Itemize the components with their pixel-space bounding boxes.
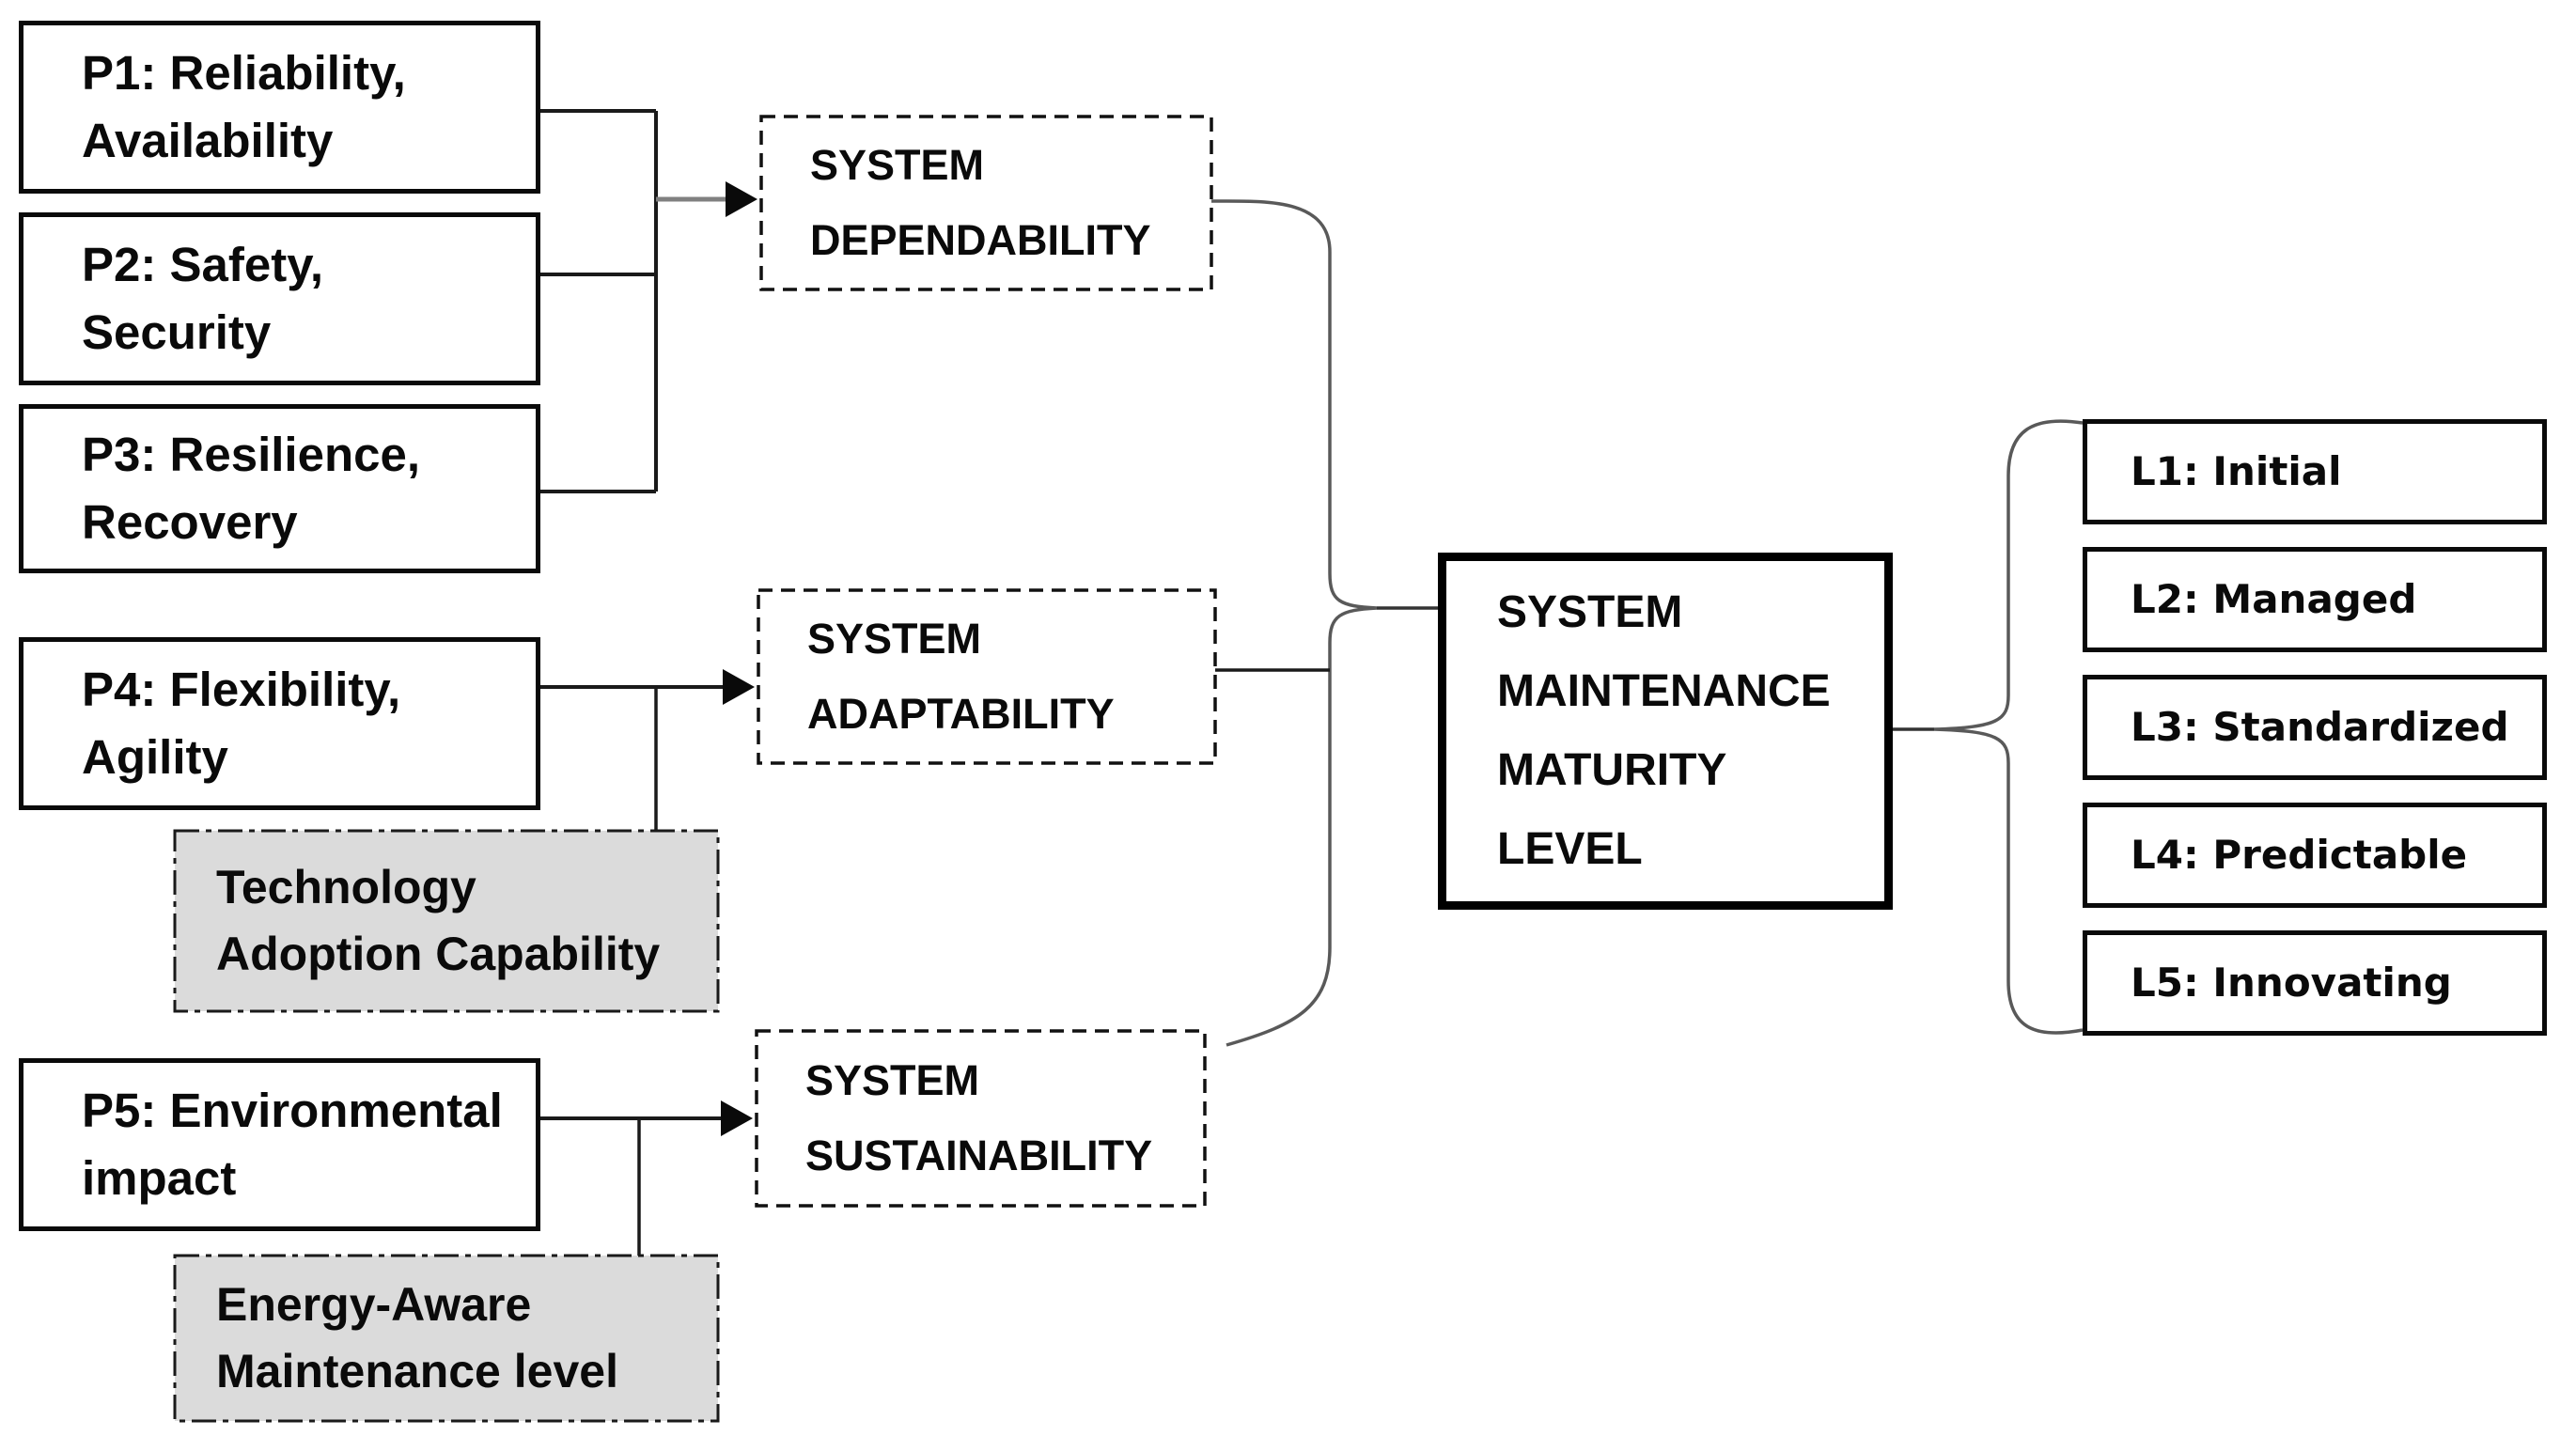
- box-l4-predictable: L4: Predictable: [2083, 803, 2547, 908]
- box-label-line: P3: Resilience,: [82, 428, 421, 481]
- box-label-line: ADAPTABILITY: [807, 690, 1115, 738]
- box-system-adaptability: SYSTEM ADAPTABILITY: [758, 590, 1215, 763]
- box-l1-initial: L1: Initial: [2083, 419, 2547, 524]
- box-l2-managed: L2: Managed: [2083, 547, 2547, 652]
- box-label-line: SYSTEM: [1497, 587, 1683, 637]
- box-system-maintenance-maturity-level: SYSTEM MAINTENANCE MATURITY LEVEL: [1438, 553, 1893, 910]
- box-label-line: Agility: [82, 730, 228, 784]
- box-p1-reliability-availability: P1: Reliability, Availability: [19, 21, 540, 194]
- box-label-line: Technology: [216, 861, 476, 913]
- box-label-line: DEPENDABILITY: [810, 216, 1151, 264]
- box-label-line: Energy-Aware: [216, 1278, 532, 1331]
- box-label-line: P4: Flexibility,: [82, 663, 401, 716]
- box-label-line: L1: Initial: [2131, 448, 2342, 494]
- box-energy-aware-maintenance-level: Energy-Aware Maintenance level: [175, 1256, 718, 1421]
- right-brace: [1933, 419, 2084, 1035]
- box-label-line: L4: Predictable: [2131, 832, 2468, 878]
- box-label-line: L5: Innovating: [2131, 960, 2452, 1006]
- box-label-line: SYSTEM: [807, 615, 982, 663]
- box-label-line: L2: Managed: [2131, 576, 2417, 622]
- box-p4-flexibility-agility: P4: Flexibility, Agility: [19, 637, 540, 810]
- box-label-line: L3: Standardized: [2131, 704, 2509, 750]
- box-label-line: P2: Safety,: [82, 238, 323, 291]
- box-label-line: impact: [82, 1151, 237, 1205]
- box-p3-resilience-recovery: P3: Resilience, Recovery: [19, 404, 540, 573]
- adaptability-arrowhead: [723, 669, 755, 705]
- box-system-dependability: SYSTEM DEPENDABILITY: [761, 117, 1211, 289]
- box-label-line: Maintenance level: [216, 1345, 618, 1397]
- sustainability-arrowhead: [721, 1100, 753, 1136]
- box-label-line: Recovery: [82, 495, 298, 549]
- box-p2-safety-security: P2: Safety, Security: [19, 212, 540, 385]
- left-brace: [1210, 199, 1378, 1047]
- box-p5-environmental-impact: P5: Environmental impact: [19, 1058, 540, 1231]
- box-technology-adoption-capability: Technology Adoption Capability: [175, 831, 718, 1011]
- box-label-line: SYSTEM: [810, 141, 985, 189]
- box-label-line: P1: Reliability,: [82, 46, 406, 100]
- box-system-sustainability: SYSTEM SUSTAINABILITY: [757, 1031, 1205, 1206]
- box-l5-innovating: L5: Innovating: [2083, 930, 2547, 1036]
- box-label-line: P5: Environmental: [82, 1084, 503, 1137]
- box-label-line: MAINTENANCE: [1497, 666, 1831, 716]
- box-label-line: Adoption Capability: [216, 928, 661, 980]
- box-l3-standardized: L3: Standardized: [2083, 675, 2547, 780]
- dependability-arrowhead: [726, 181, 757, 217]
- box-label-line: Security: [82, 305, 272, 359]
- box-label-line: Availability: [82, 114, 334, 167]
- box-label-line: SUSTAINABILITY: [805, 1132, 1153, 1179]
- box-label-line: LEVEL: [1497, 824, 1643, 874]
- box-label-line: MATURITY: [1497, 745, 1727, 795]
- box-label-line: SYSTEM: [805, 1056, 980, 1104]
